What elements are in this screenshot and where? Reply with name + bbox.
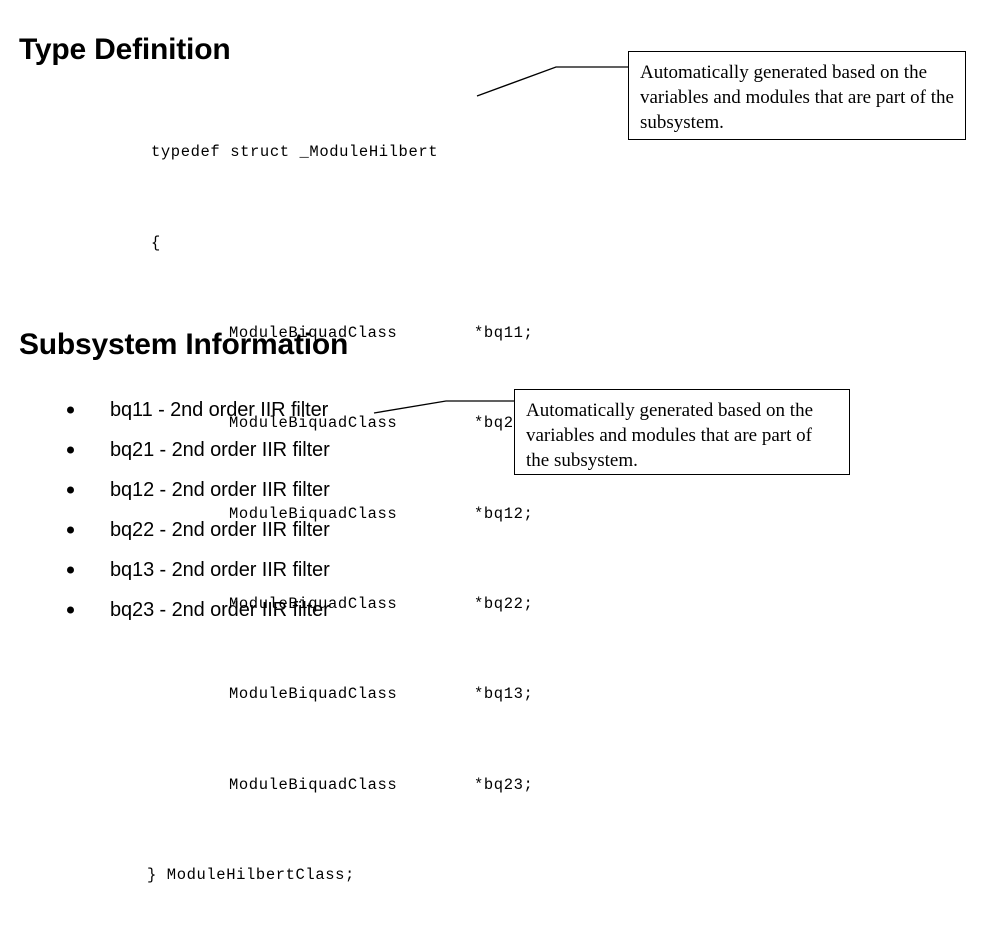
list-item-label: bq11 - 2nd order IIR filter bbox=[110, 399, 329, 421]
list-item-label: bq12 - 2nd order IIR filter bbox=[110, 479, 330, 501]
callout-box-subsystem-information: Automatically generated based on the var… bbox=[514, 389, 850, 475]
code-member-type: ModuleBiquadClass bbox=[229, 414, 398, 433]
code-member-type: ModuleBiquadClass bbox=[229, 504, 398, 523]
code-line-member: ModuleBiquadClass *bq12; bbox=[151, 503, 533, 526]
code-line-close-brace: } ModuleHilbertClass; bbox=[147, 864, 533, 887]
list-item-label: bq22 - 2nd order IIR filter bbox=[110, 519, 330, 541]
subsystem-information-heading: Subsystem Information bbox=[19, 328, 349, 361]
bullet-point-icon bbox=[67, 446, 74, 454]
slide-canvas: Type Definition typedef struct _ModuleHi… bbox=[19, 33, 966, 884]
code-open-brace: { bbox=[151, 233, 161, 252]
code-close-declaration: } ModuleHilbertClass; bbox=[147, 866, 355, 885]
code-member-name: *bq22; bbox=[474, 595, 534, 614]
code-member-type: ModuleBiquadClass bbox=[229, 775, 398, 794]
type-definition-heading: Type Definition bbox=[19, 33, 231, 66]
code-typedef-declaration: typedef struct _ModuleHilbert bbox=[151, 143, 439, 162]
bullet-point-icon bbox=[67, 486, 74, 494]
bullet-point-icon bbox=[67, 606, 74, 614]
code-member-type: ModuleBiquadClass bbox=[229, 323, 398, 342]
code-line-member: ModuleBiquadClass *bq11; bbox=[151, 322, 533, 345]
code-line-open-brace: { bbox=[151, 232, 533, 255]
list-item-label: bq13 - 2nd order IIR filter bbox=[110, 559, 330, 581]
code-line-typedef: typedef struct _ModuleHilbert bbox=[151, 141, 533, 164]
bullet-point-icon bbox=[67, 566, 74, 574]
code-member-type: ModuleBiquadClass bbox=[229, 685, 398, 704]
callout-box-type-definition: Automatically generated based on the var… bbox=[628, 51, 966, 140]
code-member-type: ModuleBiquadClass bbox=[229, 595, 398, 614]
code-member-name: *bq23; bbox=[474, 775, 534, 794]
bullet-point-icon bbox=[67, 526, 74, 534]
subsystem-bullet-list: bq11 - 2nd order IIR filter bq21 - 2nd o… bbox=[60, 390, 330, 630]
leader-line-type-definition bbox=[476, 66, 628, 97]
list-item: bq11 - 2nd order IIR filter bbox=[60, 390, 330, 430]
list-item: bq23 - 2nd order IIR filter bbox=[60, 590, 330, 630]
code-member-name: *bq11; bbox=[474, 323, 534, 342]
code-member-name: *bq13; bbox=[474, 685, 534, 704]
callout-text: Automatically generated based on the var… bbox=[640, 62, 954, 133]
callout-text: Automatically generated based on the var… bbox=[526, 400, 814, 471]
code-member-name: *bq12; bbox=[474, 504, 534, 523]
list-item: bq21 - 2nd order IIR filter bbox=[60, 430, 330, 470]
bullet-point-icon bbox=[67, 406, 74, 414]
list-item: bq13 - 2nd order IIR filter bbox=[60, 550, 330, 590]
list-item: bq22 - 2nd order IIR filter bbox=[60, 510, 330, 550]
list-item-label: bq23 - 2nd order IIR filter bbox=[110, 599, 330, 621]
list-item: bq12 - 2nd order IIR filter bbox=[60, 470, 330, 510]
list-item-label: bq21 - 2nd order IIR filter bbox=[110, 439, 330, 461]
code-line-member: ModuleBiquadClass *bq22; bbox=[151, 593, 533, 616]
code-line-member: ModuleBiquadClass *bq13; bbox=[151, 683, 533, 706]
code-line-member: ModuleBiquadClass *bq23; bbox=[151, 774, 533, 797]
